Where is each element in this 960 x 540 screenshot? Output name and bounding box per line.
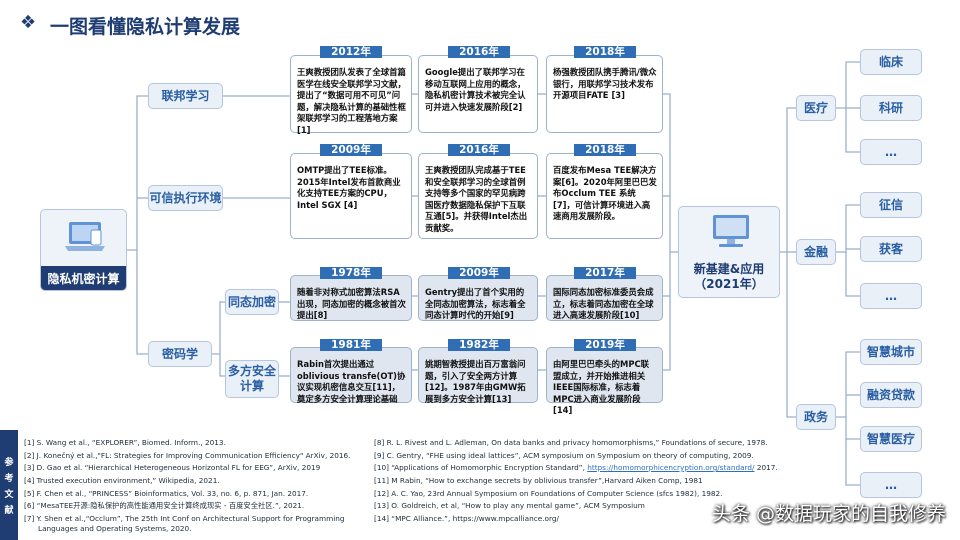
reference-item: [1] S. Wang et al., “EXPLORER”, Biomed. … xyxy=(24,438,226,447)
diamond-bullet-icon: ❖ xyxy=(20,12,37,33)
app-child: … xyxy=(860,472,922,498)
app-child: 临床 xyxy=(860,49,922,75)
app-medical: 医疗 xyxy=(796,95,836,121)
app-child: 智慧医疗 xyxy=(860,426,922,452)
year-badge: 1978年 xyxy=(320,267,382,279)
event-box: Rabin首次提出通过oblivious transfe(OT)协议实现机密信息… xyxy=(290,347,412,404)
reference-item: [14] “MPC Alliance.”, https://www.mpcall… xyxy=(374,514,559,523)
watermark: 头条 @数据玩家的自我修养 xyxy=(711,503,946,525)
year-badge: 2009年 xyxy=(320,144,382,156)
page-title: 一图看懂隐私计算发展 xyxy=(50,16,241,38)
laptop-icon xyxy=(63,220,107,256)
app-child: 智慧城市 xyxy=(860,339,922,365)
reference-item: [2] J. Konečný et al.,"FL: Strategies fo… xyxy=(24,451,351,460)
app-finance: 金融 xyxy=(796,239,836,265)
event-box: Google提出了联邦学习在移动互联网上应用的概念，隐私机密计算技术被完全认可并… xyxy=(418,55,538,133)
event-box: Gentry提出了首个实用的全同态加密算法，标志着全同态计算时代的开始[9] xyxy=(418,275,538,321)
event-box: 随着非对称式加密算法RSA出现，同态加密的概念被首次提出[8] xyxy=(290,275,412,321)
event-box: 杨强教授团队携手腾讯/微众银行，用联邦学习技术发布开源项目FATE [3] xyxy=(546,55,663,133)
year-badge: 2018年 xyxy=(574,46,636,58)
app-child: … xyxy=(860,283,922,309)
reference-item: [8] R. L. Rivest and L. Adleman, On data… xyxy=(374,438,768,447)
reference-item: [12] A. C. Yao, 23rd Annual Symposium on… xyxy=(374,489,723,498)
year-badge: 2018年 xyxy=(574,144,636,156)
reference-item: [5] F. Chen et al., “PRINCESS” Bioinform… xyxy=(24,489,309,498)
app-child: 融资贷款 xyxy=(860,382,922,408)
root-node: 隐私机密计算 xyxy=(40,209,127,291)
year-badge: 2012年 xyxy=(320,46,382,58)
year-badge: 2017年 xyxy=(574,267,636,279)
category-mpc: 多方安全 计算 xyxy=(225,360,279,398)
reference-item: [10] “Applications of Homomorphic Encryp… xyxy=(374,463,778,472)
reference-item: [7] Y. Shen et al.,“Occlum”, The 25th In… xyxy=(24,514,345,523)
event-box: 国际同态加密标准委员会成立，标志着同态加密在全球进入高速发展阶段[10] xyxy=(546,275,663,321)
year-badge: 1981年 xyxy=(320,339,382,351)
hub-label: 新基建&应用 （2021年） xyxy=(693,261,765,292)
event-box: 由阿里巴巴牵头的MPC联盟成立，并开始推进相关IEEE国际标准，标志着MPC进入… xyxy=(546,347,663,415)
year-badge: 2016年 xyxy=(448,46,510,58)
reference-item: [11] M Rabin, “How to exchange secrets b… xyxy=(374,476,703,485)
app-government: 政务 xyxy=(796,404,836,430)
references: [1] S. Wang et al., “EXPLORER”, Biomed. … xyxy=(24,432,778,538)
reference-link[interactable]: https://homomorphicencryption.org/standa… xyxy=(587,463,755,472)
event-box: 王爽教授团队发表了全球首篇医学在线安全联邦学习文献，提出了“数据可用不可见”问题… xyxy=(290,55,412,135)
year-badge: 2016年 xyxy=(448,144,510,156)
event-box: 姚期智教授提出百万富翁问题，引入了安全两方计算[12]。1987年由GMW拓展到… xyxy=(418,347,538,404)
app-child: 征信 xyxy=(860,192,922,218)
monitor-icon xyxy=(709,213,753,251)
reference-item: [4] Trusted execution environment,” Wiki… xyxy=(24,476,220,485)
year-badge: 1982年 xyxy=(448,339,510,351)
reference-item: [13] O. Goldreich, et al, “How to play a… xyxy=(374,501,645,510)
reference-item: Languages and Operating Systems, 2020. xyxy=(38,524,192,533)
app-child: 科研 xyxy=(860,95,922,121)
reference-item: [6] “MesaTEE开源:隐私保护的高性能通用安全计算终成现实 - 百度安全… xyxy=(24,501,305,510)
year-badge: 2009年 xyxy=(448,267,510,279)
event-box: OMTP提出了TEE标准。2015年Intel发布首款商业化支持TEE方案的CP… xyxy=(290,153,412,239)
root-label: 隐私机密计算 xyxy=(41,266,126,290)
reference-item: [9] C. Gentry, “FHE using ideal lattices… xyxy=(374,451,754,460)
category-homomorphic-encryption: 同态加密 xyxy=(225,289,279,315)
event-box: 百度发布Mesa TEE解决方案[6]。2020年阿里巴巴发布Occlum TE… xyxy=(546,153,663,239)
event-box: 王爽教授团队完成基于TEE和安全联邦学习的全球首例支持等多个国家的罕见病跨国医疗… xyxy=(418,153,538,239)
references-label: 参 考 文 献 xyxy=(0,430,18,540)
hub-node: 新基建&应用 （2021年） xyxy=(678,206,780,298)
category-tee: 可信执行环境 xyxy=(148,185,223,211)
category-federated-learning: 联邦学习 xyxy=(148,83,223,109)
reference-item: [3] D. Gao et al. “Hierarchical Heteroge… xyxy=(24,463,321,472)
app-child: … xyxy=(860,139,922,165)
category-cryptography: 密码学 xyxy=(148,341,212,367)
year-badge: 2019年 xyxy=(574,339,636,351)
app-child: 获客 xyxy=(860,236,922,262)
